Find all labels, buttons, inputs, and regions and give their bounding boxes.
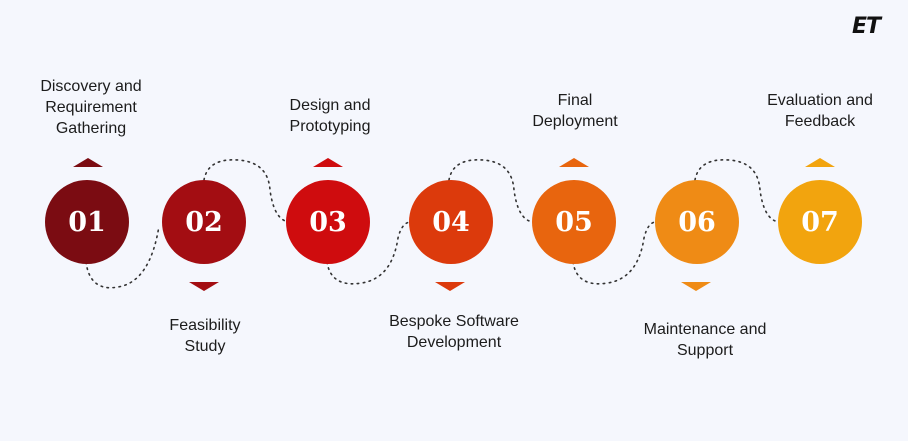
company-logo: ET — [852, 14, 881, 39]
step-01-circle: 01 — [45, 180, 129, 264]
connector-06-07 — [694, 159, 780, 223]
step-07-pointer — [805, 158, 835, 167]
connector-02-03 — [203, 159, 290, 223]
step-04-pointer — [435, 282, 465, 291]
step-05-pointer — [559, 158, 589, 167]
step-01-pointer — [73, 158, 103, 167]
step-04-circle: 04 — [409, 180, 493, 264]
step-03-pointer — [313, 158, 343, 167]
connector-05-06 — [572, 221, 657, 285]
step-03-circle: 03 — [286, 180, 370, 264]
connector-03-04 — [326, 221, 412, 285]
step-06-pointer — [681, 282, 711, 291]
step-05-circle: 05 — [532, 180, 616, 264]
step-02-circle: 02 — [162, 180, 246, 264]
step-02-pointer — [189, 282, 219, 291]
step-06-circle: 06 — [655, 180, 739, 264]
step-07-circle: 07 — [778, 180, 862, 264]
connector-04-05 — [448, 159, 534, 223]
